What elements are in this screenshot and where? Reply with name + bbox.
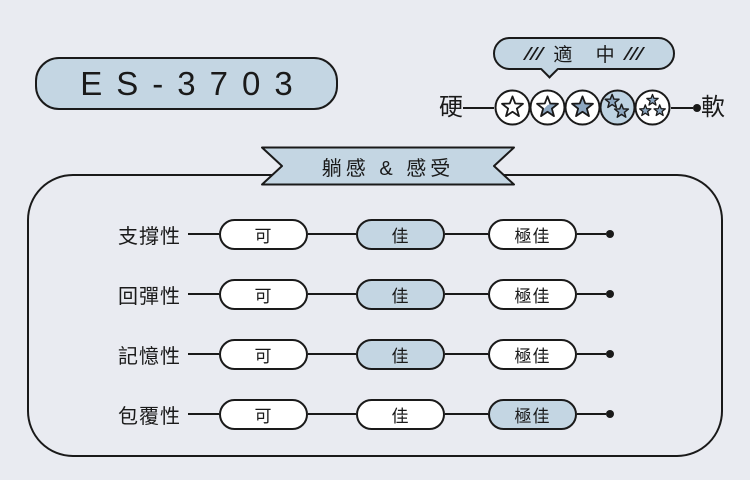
- connector-line: [188, 233, 219, 235]
- row-label: 記憶性: [118, 345, 181, 368]
- feel-row-support: 支撐性 可 佳 極佳: [118, 218, 721, 250]
- hardness-scale: 硬: [439, 89, 725, 126]
- connector-line: [308, 353, 356, 355]
- row-label: 回彈性: [118, 285, 181, 308]
- end-dot: [606, 290, 614, 298]
- end-dot: [693, 103, 701, 112]
- rating-pill-excellent: 極佳: [488, 218, 577, 250]
- three-stars-icon: [634, 89, 671, 126]
- hatch-left-icon: [523, 47, 546, 60]
- hatch-right-icon: [622, 47, 645, 60]
- rating-pill-excellent: 極佳: [488, 278, 577, 310]
- rating-pill-ok: 可: [219, 398, 308, 430]
- rating-pill-excellent-selected: 極佳: [488, 398, 577, 430]
- feel-row-envelopment: 包覆性 可 佳 極佳: [118, 398, 721, 430]
- hardness-badge: 適 中: [493, 37, 675, 79]
- connector-line: [671, 106, 693, 109]
- end-dot: [606, 350, 614, 358]
- connector-line: [463, 106, 494, 109]
- section-ribbon: 躺感 & 感受: [261, 146, 515, 186]
- connector-line: [308, 413, 356, 415]
- rating-pill-good: 佳: [356, 398, 445, 430]
- two-stars-selected-icon: [599, 89, 636, 126]
- model-number-plate: ES-3703: [35, 57, 338, 110]
- rating-pill-excellent: 極佳: [488, 338, 577, 370]
- connector-line: [445, 233, 488, 235]
- star-half-filled-icon: [529, 89, 566, 126]
- ribbon-banner-shape: [261, 146, 515, 186]
- end-dot: [606, 230, 614, 238]
- connector-line: [577, 413, 606, 415]
- hardness-level-circles: [494, 89, 671, 126]
- star-outline-icon: [494, 89, 531, 126]
- connector-line: [577, 233, 606, 235]
- soft-end-label: 軟: [701, 93, 725, 121]
- rating-pill-good-selected: 佳: [356, 278, 445, 310]
- rating-pill-ok: 可: [219, 218, 308, 250]
- rating-pill-good-selected: 佳: [356, 218, 445, 250]
- star-filled-icon: [564, 89, 601, 126]
- hardness-badge-label: 適 中: [553, 45, 624, 66]
- connector-line: [188, 293, 219, 295]
- connector-line: [445, 293, 488, 295]
- feel-panel: 支撐性 可 佳 極佳 回彈性 可 佳 極佳 記憶性 可 佳: [27, 174, 723, 457]
- row-label: 支撐性: [118, 225, 181, 248]
- connector-line: [577, 293, 606, 295]
- connector-line: [308, 233, 356, 235]
- model-number-label: ES-3703: [80, 64, 307, 102]
- rating-pill-ok: 可: [219, 338, 308, 370]
- feel-row-resilience: 回彈性 可 佳 極佳: [118, 278, 721, 310]
- rating-pill-good-selected: 佳: [356, 338, 445, 370]
- connector-line: [308, 293, 356, 295]
- feel-row-memory: 記憶性 可 佳 極佳: [118, 338, 721, 370]
- end-dot: [606, 410, 614, 418]
- hard-end-label: 硬: [439, 93, 463, 121]
- connector-line: [188, 353, 219, 355]
- connector-line: [445, 413, 488, 415]
- connector-line: [188, 413, 219, 415]
- rating-pill-ok: 可: [219, 278, 308, 310]
- connector-line: [445, 353, 488, 355]
- section-title: 躺感 & 感受: [321, 157, 455, 180]
- connector-line: [577, 353, 606, 355]
- row-label: 包覆性: [118, 405, 181, 428]
